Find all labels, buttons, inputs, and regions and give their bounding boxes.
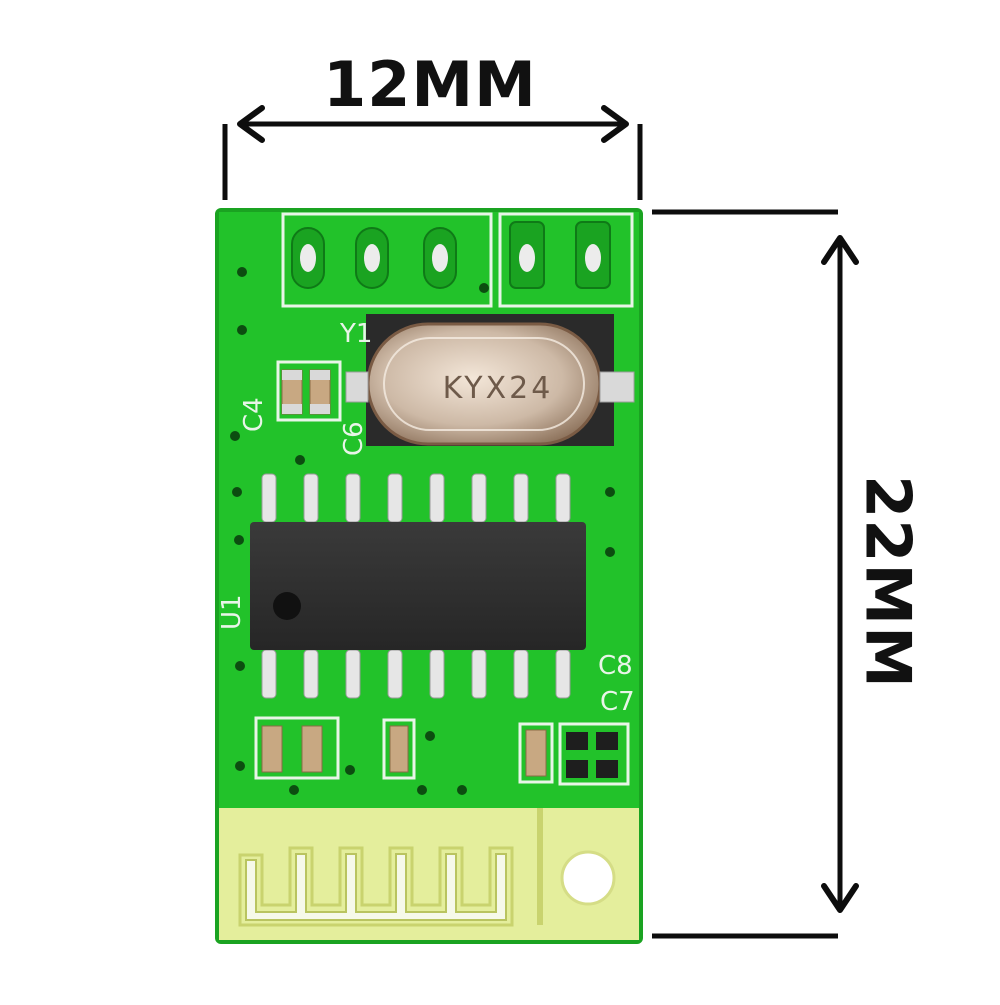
label-c7: C7 bbox=[600, 687, 635, 717]
width-arrowhead-right bbox=[601, 105, 629, 143]
vias bbox=[230, 267, 615, 795]
label-c8: C8 bbox=[598, 651, 633, 681]
antenna-trace bbox=[245, 853, 507, 921]
header-pins bbox=[281, 212, 634, 308]
ic-body bbox=[250, 522, 586, 650]
crystal-marking: KYX24 bbox=[443, 371, 554, 406]
height-label: 22MM bbox=[851, 475, 925, 689]
ic-chip bbox=[250, 473, 586, 699]
ic-pin1-dot bbox=[273, 592, 301, 620]
header-outline-left bbox=[281, 212, 493, 308]
ic-bottom-pins bbox=[261, 649, 571, 699]
width-dimension bbox=[222, 105, 643, 200]
capacitor-c4-c6 bbox=[276, 360, 342, 422]
label-u1: U1 bbox=[217, 594, 247, 630]
width-arrowhead-left bbox=[237, 105, 265, 143]
label-c4: C4 bbox=[239, 397, 269, 432]
antenna-trace-outline bbox=[238, 846, 514, 927]
silkscreen-labels: Y1 C4 C6 U1 C8 C7 bbox=[217, 319, 635, 717]
header-outline-right bbox=[498, 212, 634, 308]
height-arrowhead-bottom bbox=[821, 883, 859, 913]
height-dimension bbox=[652, 209, 859, 939]
bottom-capacitors bbox=[254, 716, 630, 786]
label-y1: Y1 bbox=[339, 319, 372, 349]
height-arrowhead-top bbox=[821, 235, 859, 265]
crystal-oscillator: KYX24 bbox=[345, 314, 635, 446]
mounting-hole bbox=[560, 850, 616, 906]
pin-pad bbox=[291, 221, 611, 289]
width-label: 12MM bbox=[323, 48, 537, 121]
label-c6: C6 bbox=[339, 421, 369, 456]
